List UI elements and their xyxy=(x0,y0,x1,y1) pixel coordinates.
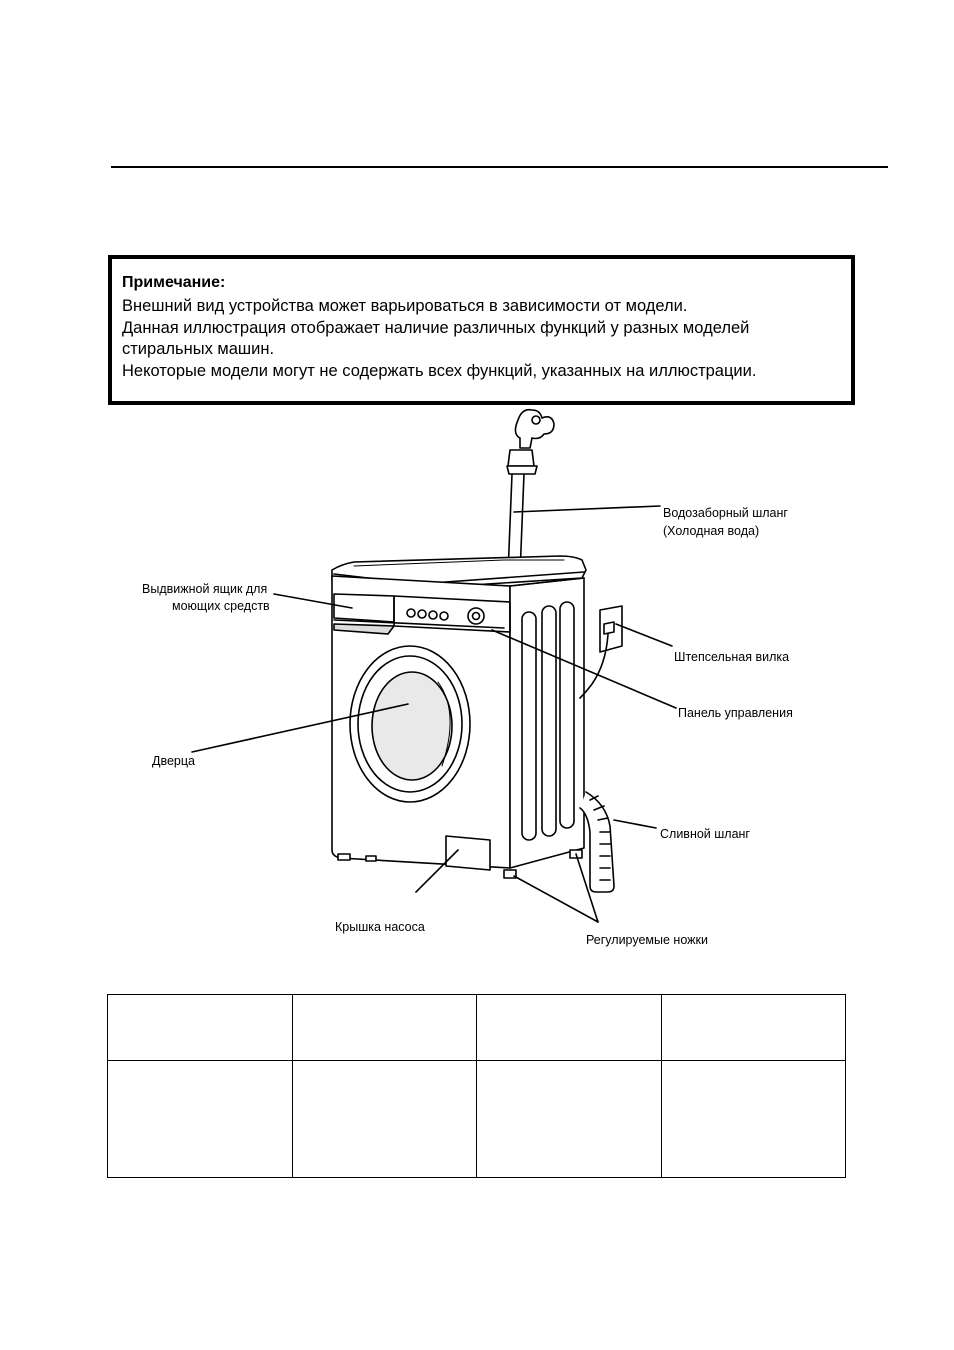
label-inlet-hose-cold: (Холодная вода) xyxy=(663,524,760,538)
pump-cover xyxy=(445,835,491,871)
table-cell xyxy=(660,994,846,1061)
drain-hose-icon xyxy=(579,791,615,893)
water-tap-icon xyxy=(506,408,555,475)
label-drawer-detergent: моющих средств xyxy=(172,599,270,613)
door-icon xyxy=(349,645,471,803)
label-door: Дверца xyxy=(152,754,195,768)
table-cell xyxy=(291,994,477,1061)
table-cell xyxy=(107,1060,293,1178)
note-line: Данная иллюстрация отображает наличие ра… xyxy=(122,318,750,337)
note-box: Примечание: Внешний вид устройства может… xyxy=(108,255,855,405)
table-cell xyxy=(660,1060,846,1178)
label-pump-cover: Крышка насоса xyxy=(335,920,425,934)
wall-socket-icon xyxy=(579,605,623,699)
label-drain-hose: Сливной шланг xyxy=(660,827,750,841)
note-title: Примечание: xyxy=(122,274,226,291)
label-inlet-hose: Водозаборный шланг xyxy=(663,506,788,520)
note-line: стиральных машин. xyxy=(122,340,275,358)
table-row xyxy=(107,994,846,1061)
table-row xyxy=(107,1060,846,1178)
label-control-panel: Панель управления xyxy=(678,706,793,720)
washing-machine-figure: Водозаборный шланг (Холодная вода) Выдви… xyxy=(108,398,848,947)
empty-table xyxy=(107,994,846,1178)
label-adjustable-feet: Регулируемые ножки xyxy=(586,933,708,947)
label-plug: Штепсельная вилка xyxy=(674,650,790,664)
note-line: Некоторые модели могут не содержать всех… xyxy=(122,361,757,380)
note-line: Внешний вид устройства может варьировать… xyxy=(122,297,688,315)
table-cell xyxy=(291,1060,477,1178)
table-cell xyxy=(476,1060,662,1178)
header-rule xyxy=(111,166,888,168)
control-panel-area xyxy=(393,595,511,633)
leader-lines xyxy=(191,505,677,923)
washing-machine-illustration xyxy=(191,408,677,923)
label-drawer: Выдвижной ящик для xyxy=(142,582,268,596)
table-cell xyxy=(107,994,293,1061)
table-cell xyxy=(476,994,662,1061)
